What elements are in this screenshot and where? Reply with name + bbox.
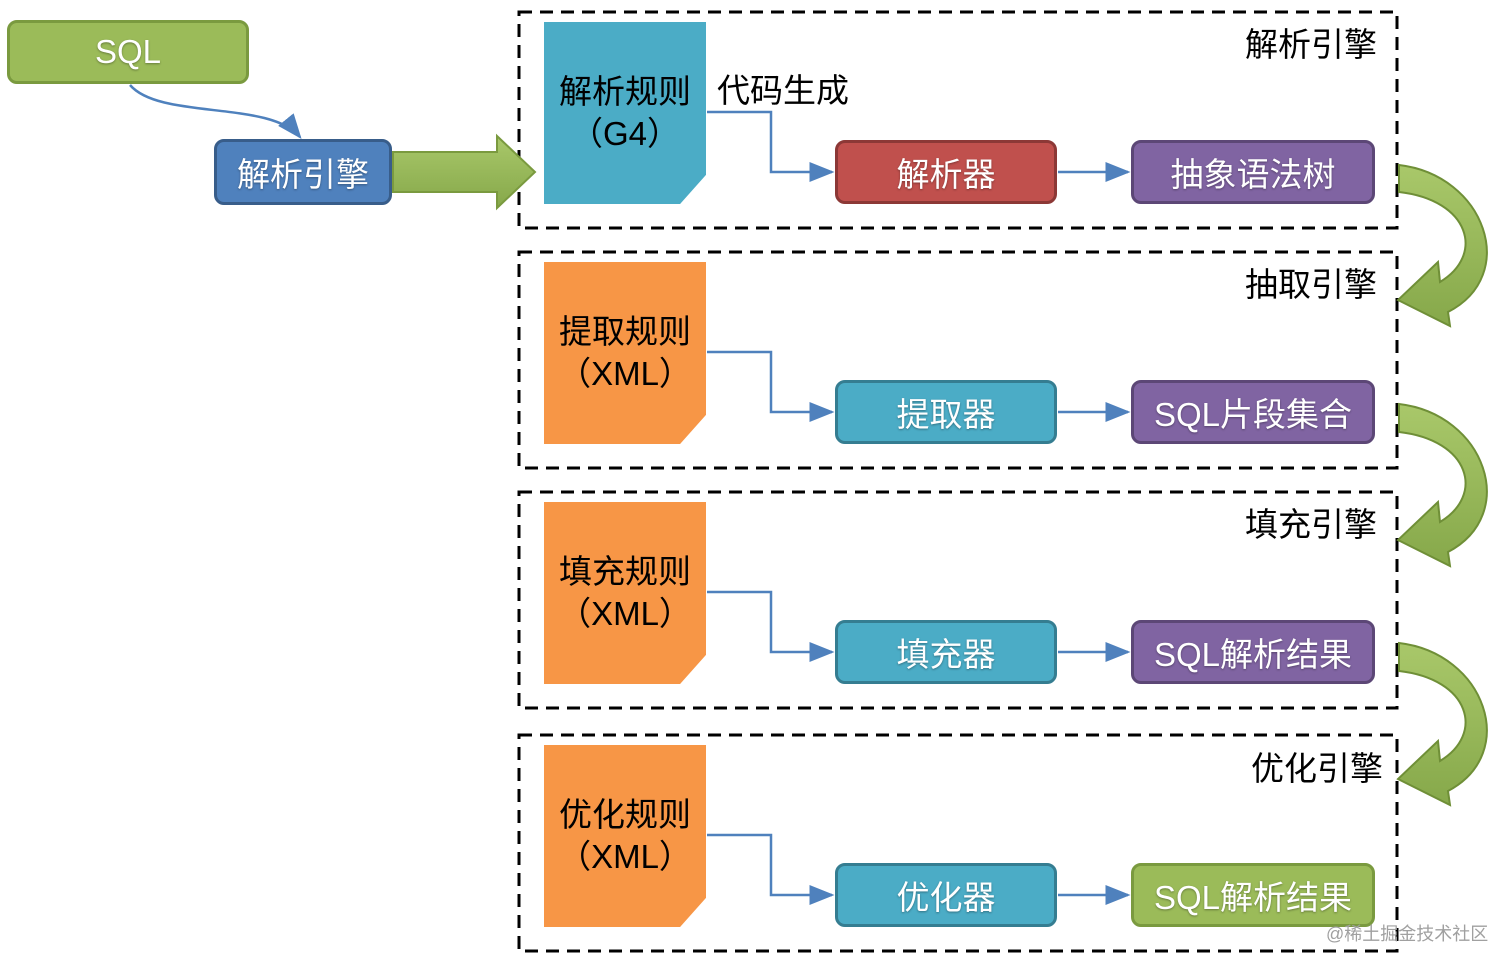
output-box-optimized-result: SQL解析结果 [1131, 863, 1375, 927]
entry-block-arrow [392, 133, 537, 211]
engine-title-fill: 填充引擎 [1245, 506, 1377, 543]
rule-doc-title: 提取规则 [559, 313, 691, 350]
processor-box-parser: 解析器 [835, 140, 1057, 204]
engine-transition-arrow-1 [1396, 163, 1488, 328]
rule-doc-title: 优化规则 [559, 796, 691, 833]
processor-box-extractor: 提取器 [835, 380, 1057, 444]
engine-transition-arrow-3 [1396, 641, 1488, 807]
sql-source-box: SQL [7, 20, 249, 84]
rule-to-processor-connector-1 [707, 110, 835, 182]
engine-title-optimize: 优化引擎 [1251, 750, 1383, 787]
engine-title-parse: 解析引擎 [1245, 26, 1377, 63]
codegen-note: 代码生成 [717, 72, 849, 109]
sql-to-entry-connector [129, 84, 302, 139]
processor-box-filler: 填充器 [835, 620, 1057, 684]
rule-doc-parse: 解析规则 （G4） [544, 22, 706, 204]
output-box-sql-fragments: SQL片段集合 [1131, 380, 1375, 444]
engine-transition-arrow-2 [1396, 402, 1488, 568]
rule-doc-title: 解析规则 [559, 73, 691, 110]
parse-engine-entry-box: 解析引擎 [214, 139, 392, 205]
rule-doc-format: （XML） [558, 838, 692, 875]
flow-connectors [707, 110, 1131, 905]
rule-to-processor-connector-2 [707, 350, 835, 422]
rule-doc-title: 填充规则 [559, 553, 691, 590]
engine-frame-optimize [517, 733, 1399, 953]
rule-to-processor-connector-3 [707, 590, 835, 662]
rule-doc-format: （G4） [569, 115, 681, 152]
engine-frame-parse [517, 10, 1399, 230]
engine-title-extract: 抽取引擎 [1245, 266, 1377, 303]
output-box-parse-result: SQL解析结果 [1131, 620, 1375, 684]
engine-frame-fill [517, 490, 1399, 710]
processor-box-optimizer: 优化器 [835, 863, 1057, 927]
rule-doc-optimize: 优化规则 （XML） [544, 745, 706, 927]
output-box-ast: 抽象语法树 [1131, 140, 1375, 204]
rule-doc-fill: 填充规则 （XML） [544, 502, 706, 684]
rule-doc-extract: 提取规则 （XML） [544, 262, 706, 444]
engine-frame-extract [517, 250, 1399, 470]
rule-doc-format: （XML） [558, 355, 692, 392]
watermark: @稀土掘金技术社区 [1326, 924, 1489, 944]
rule-doc-format: （XML） [558, 595, 692, 632]
rule-to-processor-connector-4 [707, 833, 835, 905]
